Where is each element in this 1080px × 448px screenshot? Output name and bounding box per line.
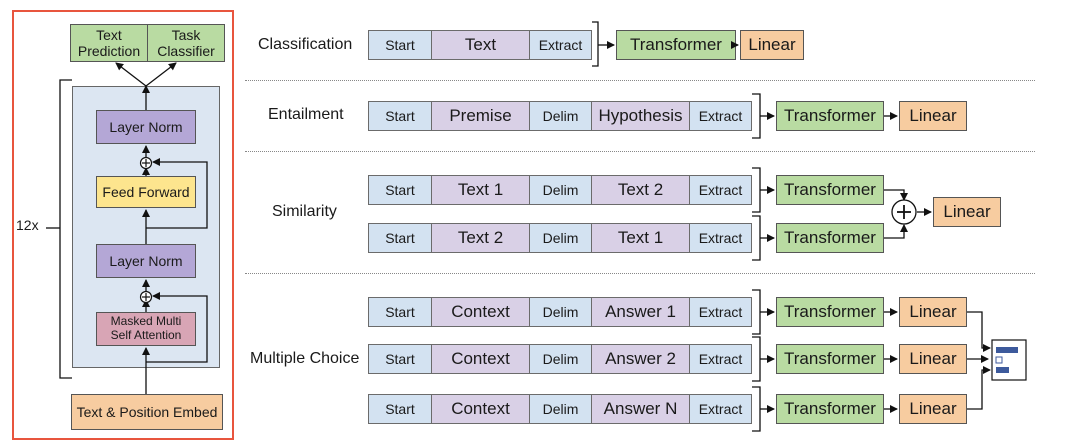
task-label-classification: Classification — [258, 36, 353, 53]
token-start: Start — [368, 297, 432, 327]
linear-box: Linear — [740, 30, 804, 60]
separator-2 — [245, 151, 1035, 152]
text-prediction-head: Text Prediction — [70, 24, 148, 62]
linear-box: Linear — [899, 101, 967, 131]
token-extract: Extract — [689, 175, 752, 205]
token-context: Context — [431, 394, 530, 424]
task-classifier-head: Task Classifier — [147, 24, 225, 62]
token-answer2: Answer 2 — [591, 344, 690, 374]
token-text1: Text 1 — [431, 175, 530, 205]
feed-forward: Feed Forward — [96, 176, 196, 208]
token-extract: Extract — [689, 394, 752, 424]
transformer-box: Transformer — [776, 175, 884, 205]
token-text2: Text 2 — [591, 175, 690, 205]
separator-3 — [245, 273, 1035, 274]
token-text1: Text 1 — [591, 223, 690, 253]
text-position-embed: Text & Position Embed — [71, 394, 223, 430]
token-extract: Extract — [689, 344, 752, 374]
token-delim: Delim — [529, 394, 592, 424]
token-delim: Delim — [529, 101, 592, 131]
add-node-icon — [139, 156, 153, 304]
token-delim: Delim — [529, 175, 592, 205]
token-context: Context — [431, 297, 530, 327]
token-delim: Delim — [529, 297, 592, 327]
token-start: Start — [368, 223, 432, 253]
linear-box: Linear — [933, 197, 1001, 227]
token-hypothesis: Hypothesis — [591, 101, 690, 131]
task-label-multiple-choice: Multiple Choice — [250, 350, 360, 367]
transformer-box: Transformer — [776, 297, 884, 327]
token-text: Text — [431, 30, 530, 60]
token-extract: Extract — [689, 223, 752, 253]
linear-box: Linear — [899, 394, 967, 424]
transformer-box: Transformer — [616, 30, 736, 60]
repeat-label: 12x — [16, 217, 39, 233]
transformer-box: Transformer — [776, 394, 884, 424]
token-answerN: Answer N — [591, 394, 690, 424]
separator-1 — [245, 80, 1035, 81]
linear-box: Linear — [899, 344, 967, 374]
task-label-similarity: Similarity — [272, 203, 337, 220]
token-start: Start — [368, 30, 432, 60]
architecture-panel — [12, 10, 234, 440]
token-extract: Extract — [529, 30, 592, 60]
transformer-box: Transformer — [776, 223, 884, 253]
task-label-entailment: Entailment — [268, 106, 344, 123]
softmax-icon — [991, 339, 1027, 381]
token-delim: Delim — [529, 223, 592, 253]
token-extract: Extract — [689, 101, 752, 131]
token-context: Context — [431, 344, 530, 374]
layer-norm-bottom: Layer Norm — [96, 244, 196, 278]
linear-box: Linear — [899, 297, 967, 327]
token-start: Start — [368, 101, 432, 131]
token-start: Start — [368, 394, 432, 424]
transformer-box: Transformer — [776, 344, 884, 374]
masked-self-attention: Masked Multi Self Attention — [96, 312, 196, 346]
layer-norm-top: Layer Norm — [96, 110, 196, 144]
token-text2: Text 2 — [431, 223, 530, 253]
token-premise: Premise — [431, 101, 530, 131]
token-answer1: Answer 1 — [591, 297, 690, 327]
transformer-box: Transformer — [776, 101, 884, 131]
token-extract: Extract — [689, 297, 752, 327]
